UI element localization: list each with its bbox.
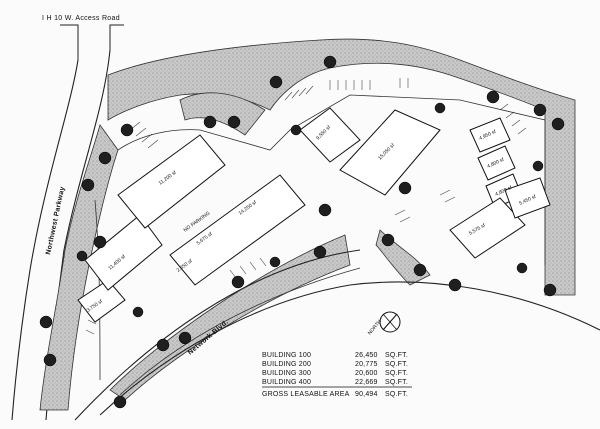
building-400-e [504,177,551,219]
tree-icon [486,90,500,104]
tree-icon [543,283,557,297]
northwest-parkway-label: Northwest Parkway [45,186,66,256]
tree-icon [98,151,112,165]
tree-icon [448,278,462,292]
tree-icon [43,353,57,367]
tree-icon [132,306,144,318]
tree-icon [93,235,107,249]
building-100-b [84,214,163,291]
north-arrow: NORTH [367,311,401,337]
tree-icon [434,102,446,114]
building-100-a [77,279,126,323]
table-row-value: 20,775 [355,361,378,368]
tree-icon [381,233,395,247]
access-road-lines [60,24,124,60]
table-total-value: 90,494 [355,391,378,398]
table-row-unit: SQ.FT. [385,370,408,377]
buildings [77,107,551,323]
tree-icon [231,275,245,289]
tree-icon [113,395,127,409]
table-row-unit: SQ.FT. [385,361,408,368]
network-boulevard [74,249,600,421]
building-400-d [449,197,526,259]
table-row-unit: SQ.FT. [385,379,408,386]
trees [39,55,565,409]
tree-icon [120,123,134,137]
tree-icon [39,315,53,329]
building-300-b [339,109,441,196]
building-400-a [469,117,511,153]
tree-icon [269,75,283,89]
table-row-value: 26,450 [355,352,378,359]
table-total-unit: SQ.FT. [385,391,408,398]
tree-icon [551,117,565,131]
tree-icon [178,331,192,345]
area-table: BUILDING 100 26,450 SQ.FT. BUILDING 200 … [262,352,412,398]
tree-icon [516,262,528,274]
landscape-areas [39,38,576,411]
tree-icon [156,338,170,352]
tree-icon [269,256,281,268]
tree-icon [290,124,302,136]
building-400-b [477,145,516,181]
table-row-unit: SQ.FT. [385,352,408,359]
building-300-a [299,107,361,163]
tree-icon [227,115,241,129]
table-row-name: BUILDING 400 [262,379,311,386]
table-row-value: 22,669 [355,379,378,386]
tree-icon [323,55,337,69]
table-row-value: 20,600 [355,370,378,377]
table-total-name: GROSS LEASABLE AREA [262,391,350,398]
table-row-name: BUILDING 200 [262,361,311,368]
building-200 [169,174,306,286]
access-road-label: I H 10 W. Access Road [42,15,120,22]
tree-icon [533,103,547,117]
tree-icon [76,250,88,262]
tree-icon [203,115,217,129]
north-label: NORTH [367,319,383,337]
tree-icon [413,263,427,277]
table-row-name: BUILDING 300 [262,370,311,377]
tree-icon [398,181,412,195]
tree-icon [81,178,95,192]
building-100-c [117,134,226,229]
tree-icon [318,203,332,217]
tree-icon [532,160,544,172]
tree-icon [313,245,327,259]
table-row-name: BUILDING 100 [262,352,311,359]
